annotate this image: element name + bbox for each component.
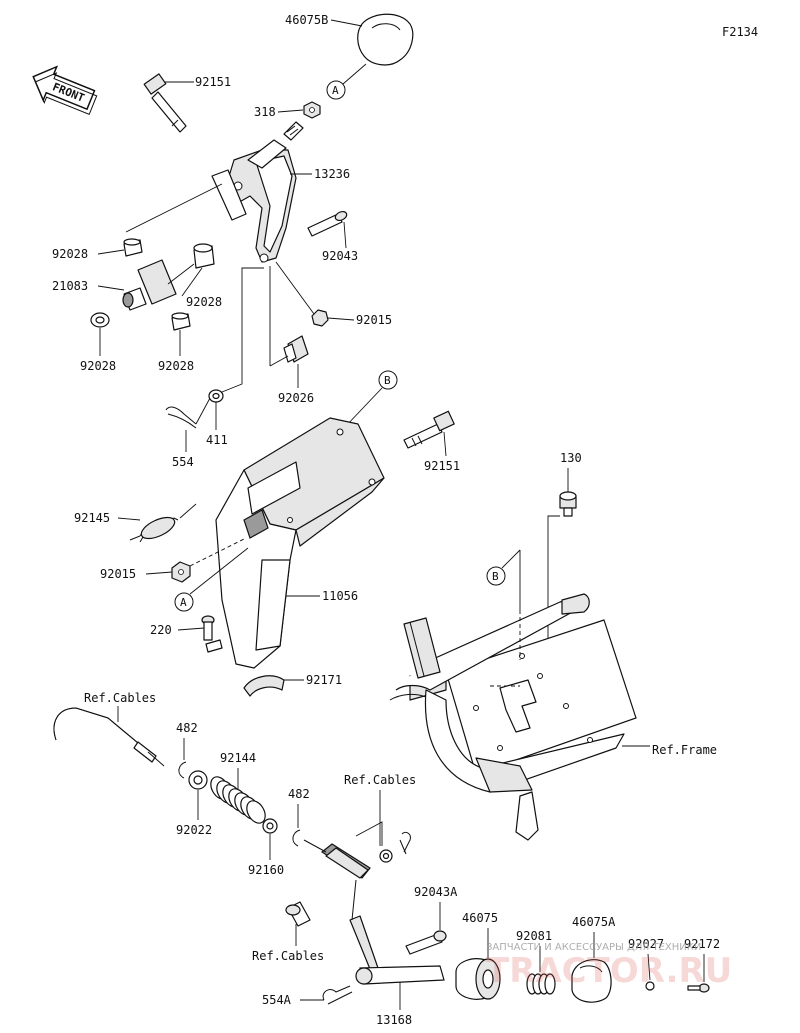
washer-92028-c <box>90 312 110 328</box>
clip-92171 <box>243 675 285 697</box>
label-220: 220 <box>150 623 172 637</box>
label-92028-b: 92028 <box>186 295 222 309</box>
callout-a-top: A <box>326 80 346 100</box>
callout-a-mid: A <box>174 592 194 612</box>
label-554: 554 <box>172 455 194 469</box>
pin-92043a <box>405 930 447 955</box>
washer-411 <box>208 389 224 403</box>
washer-92160 <box>262 818 278 834</box>
cotter-pin-554 <box>165 406 197 429</box>
label-13236: 13236 <box>314 167 350 181</box>
label-92026: 92026 <box>278 391 314 405</box>
label-92028-d: 92028 <box>158 359 194 373</box>
bracket-21083 <box>122 259 177 311</box>
spring-92081 <box>526 973 556 995</box>
clevis-pin <box>285 901 311 927</box>
label-411: 411 <box>206 433 228 447</box>
label-92172: 92172 <box>684 937 720 951</box>
frame-assembly <box>389 593 637 841</box>
label-92145: 92145 <box>74 511 110 525</box>
nut-318 <box>303 101 321 119</box>
label-92028-a: 92028 <box>52 247 88 261</box>
nut-92015-top <box>311 309 329 327</box>
roller-46075 <box>455 958 501 1000</box>
svg-text:B: B <box>384 374 391 387</box>
cap-46075a <box>571 959 612 1003</box>
lever-13236 <box>211 139 297 263</box>
svg-text:B: B <box>492 570 499 583</box>
label-482-a: 482 <box>176 721 198 735</box>
e-clip-482-b <box>292 829 301 847</box>
washer-92027 <box>645 981 655 991</box>
front-arrow-icon: FRONT <box>32 65 98 116</box>
svg-text:A: A <box>180 596 187 609</box>
label-46075: 46075 <box>462 911 498 925</box>
label-130: 130 <box>560 451 582 465</box>
watermark-caption: ЗАПЧАСТИ И АКСЕССУАРЫ ДЛЯ ТЕХНИКИ <box>486 942 701 953</box>
label-92022: 92022 <box>176 823 212 837</box>
label-21083: 21083 <box>52 279 88 293</box>
callout-b-top: B <box>378 370 398 390</box>
collar-92028-b <box>193 243 215 269</box>
lever-13168 <box>349 879 445 985</box>
label-92171: 92171 <box>306 673 342 687</box>
label-92081: 92081 <box>516 929 552 943</box>
label-92027: 92027 <box>628 937 664 951</box>
screw-92172 <box>687 983 710 993</box>
link-plate <box>320 843 371 879</box>
label-ref-cables-3: Ref.Cables <box>252 949 324 963</box>
clip-92026 <box>283 335 309 363</box>
label-482-b: 482 <box>288 787 310 801</box>
label-92151-mid: 92151 <box>424 459 460 473</box>
callout-b-right: B <box>486 566 506 586</box>
label-318: 318 <box>254 105 276 119</box>
label-11056: 11056 <box>322 589 358 603</box>
label-554a: 554A <box>262 993 292 1007</box>
label-46075b: 46075B <box>285 13 328 27</box>
figure-code: F2134 <box>722 25 758 39</box>
spring-92144 <box>210 776 266 824</box>
label-92015-top: 92015 <box>356 313 392 327</box>
label-ref-cables-1: Ref.Cables <box>84 691 156 705</box>
cable-end <box>53 707 165 767</box>
label-92015-mid: 92015 <box>100 567 136 581</box>
bracket-11056 <box>215 417 385 669</box>
label-13168: 13168 <box>376 1013 412 1027</box>
label-92144: 92144 <box>220 751 256 765</box>
collar-92028-d <box>171 312 191 331</box>
svg-text:A: A <box>332 84 339 97</box>
spring-92145 <box>129 516 179 543</box>
pin-92043 <box>307 210 348 237</box>
cotter-pin-554a <box>322 985 353 1005</box>
e-clip-482-a <box>178 761 187 779</box>
label-46075a: 46075A <box>572 915 616 929</box>
label-92151-top: 92151 <box>195 75 231 89</box>
watermark-brand: TRACTOR.RU <box>486 951 732 991</box>
label-ref-cables-2: Ref.Cables <box>344 773 416 787</box>
screw-220 <box>201 615 215 641</box>
label-92043a: 92043A <box>414 885 458 899</box>
washer-92022 <box>188 770 208 790</box>
screw-130 <box>559 491 577 517</box>
bolt-92151-top <box>143 73 187 133</box>
label-92028-c: 92028 <box>80 359 116 373</box>
bolt-92151-mid <box>403 410 455 449</box>
label-ref-frame: Ref.Frame <box>652 743 717 757</box>
collar-92028-a <box>123 238 143 257</box>
nut-92015-mid <box>171 561 191 583</box>
label-92043: 92043 <box>322 249 358 263</box>
knob-46075b <box>357 13 414 66</box>
label-92160: 92160 <box>248 863 284 877</box>
